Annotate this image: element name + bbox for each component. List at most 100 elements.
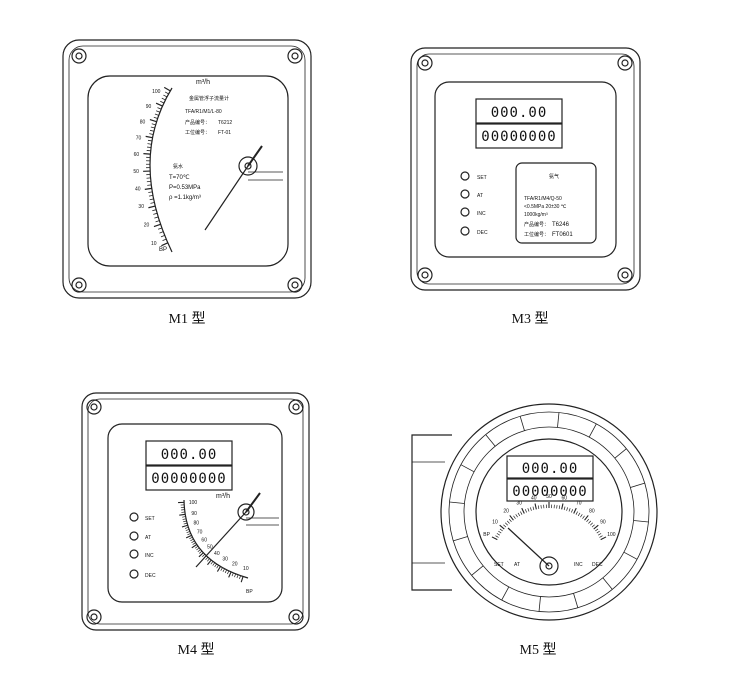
m4-scale-arc <box>183 499 249 579</box>
m4-scale-tick <box>189 536 193 540</box>
m4-button-inc[interactable] <box>129 549 139 559</box>
m1-scale-tick <box>159 231 164 234</box>
m5-ring-segment <box>453 536 468 542</box>
m3-screw-bl <box>417 267 433 283</box>
m5-ring-segment <box>538 596 541 612</box>
m4-pivot <box>237 503 255 521</box>
m5-scale-tick <box>568 508 571 512</box>
m4-bottom-mark: BP <box>246 589 253 595</box>
m1-plate-density: ρ =1.1kg/m³ <box>169 195 201 201</box>
m4-scale-tick <box>222 568 225 572</box>
m5-scale-tick <box>537 505 540 509</box>
m1-pivot-center <box>244 162 252 170</box>
m5-button-inc-label: INC <box>574 562 583 568</box>
m4-display-bottom-value: 00000000 <box>151 471 226 487</box>
m1-scale-tick <box>149 129 155 132</box>
m1-scale-tick <box>144 187 152 190</box>
m1-scale-tick <box>154 216 159 219</box>
m5-scale-tick <box>499 524 505 530</box>
m5-pointer <box>507 527 550 567</box>
m4-unit: m³/h <box>216 493 230 500</box>
m3-button-dec[interactable] <box>460 226 470 236</box>
m4-scale-tick <box>207 558 210 562</box>
m1-scale-label: 70 <box>136 136 142 142</box>
m4-scale-label: 70 <box>197 529 203 535</box>
m1-pointer <box>204 165 249 231</box>
m1-scale-tick <box>153 212 158 215</box>
m4-button-at-label: AT <box>145 535 151 541</box>
m1-scale-label: 60 <box>134 152 140 158</box>
m1-plate-serial-label: 产品编号： <box>185 119 210 126</box>
m5-scale-tick <box>509 515 514 521</box>
m5-scale-tick <box>586 518 590 523</box>
m4-scale-tick <box>179 513 186 516</box>
m4-button-at[interactable] <box>129 531 139 541</box>
m3-plate-tag-label: 工位编号： <box>524 231 549 238</box>
m4-scale-ticks <box>178 501 244 583</box>
m1-dial-face <box>87 75 289 267</box>
m1-scale-tick <box>160 100 165 104</box>
m5-display-bottom-value: 00000000 <box>512 484 587 500</box>
m4-button-dec[interactable] <box>129 569 139 579</box>
m5-scale-tick <box>534 503 537 510</box>
m1-scale-tick <box>155 102 163 107</box>
m5-scale-label: 40 <box>531 496 537 502</box>
m4-screw-br <box>288 609 304 625</box>
m1-scale-label: 30 <box>138 204 144 210</box>
m5-scale-tick <box>513 515 516 519</box>
m5-ring-segment <box>557 412 560 428</box>
m5-scale-tick <box>530 507 532 511</box>
m5-ring-segment <box>602 577 613 590</box>
m1-scale-label: 40 <box>135 186 141 192</box>
m1-scale-tick <box>157 107 162 110</box>
m4-scale-tick <box>183 522 188 525</box>
m5-scale-tick <box>558 505 561 509</box>
m3-screw-br <box>617 267 633 283</box>
m5-scale-tick <box>521 507 525 514</box>
m3-button-inc-label: INC <box>477 211 486 217</box>
m5-scale-tick <box>600 536 607 541</box>
m4-scale-tick <box>182 518 187 520</box>
m3-button-at-label: AT <box>477 193 483 199</box>
m4-scale-tick <box>186 531 190 534</box>
m5-scale-tick <box>596 530 600 534</box>
m4-scale-tick <box>234 573 237 578</box>
m4-scale-label: 60 <box>201 537 207 543</box>
m5-scale-tick <box>597 533 602 536</box>
m1-screw-bl <box>71 277 87 293</box>
m1-scale-tick <box>161 97 166 101</box>
m4-display-top <box>145 440 233 466</box>
m5-scale-tick <box>588 520 592 524</box>
m5-ring-3 <box>463 426 635 598</box>
m3-button-inc[interactable] <box>460 207 470 217</box>
m3-button-set[interactable] <box>460 171 470 181</box>
m5-scale-label: 90 <box>600 519 606 525</box>
m4-scale-tick <box>181 524 188 528</box>
m1-scale-tick <box>149 118 157 123</box>
m1-outer-frame <box>62 39 312 299</box>
m4-scale-tick <box>202 554 206 557</box>
m3-button-set-label: SET <box>477 175 487 181</box>
m4-button-inc-label: INC <box>145 553 154 559</box>
m5-scale-tick <box>496 533 501 536</box>
m1-scale-tick <box>162 238 167 242</box>
m3-display-top <box>475 98 563 124</box>
m5-ring-segment <box>449 501 465 504</box>
m3-meter <box>410 47 641 291</box>
m3-face <box>434 81 617 258</box>
m4-scale-label: 90 <box>191 511 197 517</box>
m4-button-set[interactable] <box>129 512 139 522</box>
m5-ring-segment <box>460 464 475 473</box>
m3-button-at[interactable] <box>460 189 470 199</box>
m4-scale-tick <box>182 516 186 518</box>
m1-scale-label: 20 <box>144 222 150 228</box>
m1-scale-label: 80 <box>140 120 146 126</box>
m1-scale-tick <box>150 202 155 204</box>
m4-pointer-tail <box>245 492 261 513</box>
m4-scale-tick <box>220 567 223 571</box>
m4-scale-tick <box>240 576 244 583</box>
m5-ring-segment <box>573 593 579 608</box>
m4-scale-tick <box>205 556 209 561</box>
m5-side-housing <box>411 434 452 591</box>
